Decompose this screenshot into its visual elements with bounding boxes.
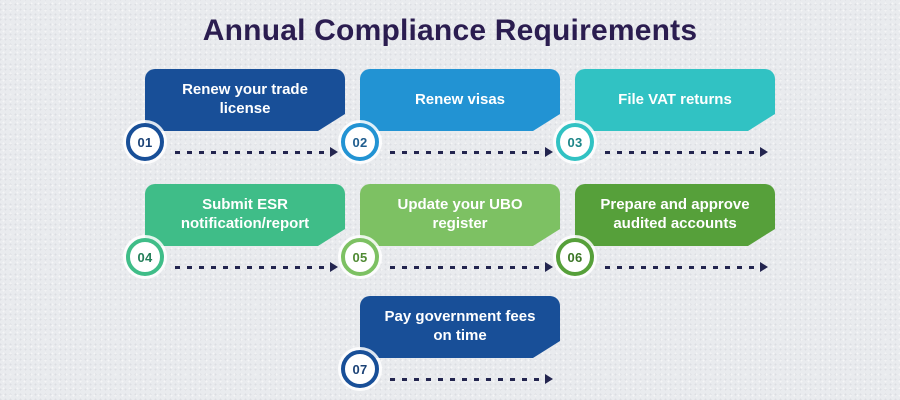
step-card-5: Update your UBO register 05 [341,184,560,282]
arrowhead-icon [545,262,553,272]
step-number-badge: 04 [126,238,164,276]
step-box-6: Prepare and approve audited accounts [575,184,775,246]
dashed-line [605,266,761,269]
step-label: Submit ESR notification/report [180,196,310,232]
step-number: 05 [352,249,368,265]
dashed-line [390,266,546,269]
step-row-2: Submit ESR notification/report 04 Update… [126,184,900,282]
step-box-2: Renew visas [360,69,560,131]
step-number-badge: 03 [556,123,594,161]
page-title: Annual Compliance Requirements [202,14,698,47]
dashed-arrow [175,147,338,157]
step-box-1: Renew your trade license [145,69,345,131]
dashed-arrow [605,147,768,157]
step-box-3: File VAT returns [575,69,775,131]
step-card-3: File VAT returns 03 [556,69,775,167]
arrowhead-icon [760,147,768,157]
step-number-badge: 05 [341,238,379,276]
step-row-1: Renew your trade license 01 Renew visas … [126,69,900,167]
step-number: 04 [137,249,153,265]
dashed-line [605,151,761,154]
dashed-line [175,266,331,269]
dashed-arrow [390,262,553,272]
step-label: Update your UBO register [397,196,523,232]
step-card-2: Renew visas 02 [341,69,560,167]
step-card-4: Submit ESR notification/report 04 [126,184,345,282]
dashed-line [390,378,546,381]
step-label: Prepare and approve audited accounts [600,196,750,232]
arrowhead-icon [330,262,338,272]
dashed-arrow [390,147,553,157]
step-box-5: Update your UBO register [360,184,560,246]
dashed-arrow [390,374,553,384]
step-card-1: Renew your trade license 01 [126,69,345,167]
arrowhead-icon [545,374,553,384]
step-label: Pay government fees on time [384,308,536,344]
step-number: 02 [352,134,368,150]
dashed-line [175,151,331,154]
step-rows: Renew your trade license 01 Renew visas … [0,69,900,394]
arrowhead-icon [545,147,553,157]
step-box-4: Submit ESR notification/report [145,184,345,246]
dashed-arrow [605,262,768,272]
step-box-7: Pay government fees on time [360,296,560,358]
step-number: 03 [567,134,583,150]
step-card-7: Pay government fees on time 07 [341,296,560,394]
step-number-badge: 07 [341,350,379,388]
step-row-3: Pay government fees on time 07 [145,296,900,394]
step-label: File VAT returns [618,90,732,108]
arrowhead-icon [760,262,768,272]
step-number-badge: 01 [126,123,164,161]
step-card-6: Prepare and approve audited accounts 06 [556,184,775,282]
step-number: 06 [567,249,583,265]
step-label: Renew visas [414,90,506,108]
step-label: Renew your trade license [182,81,308,117]
step-number: 01 [137,134,153,150]
dashed-arrow [175,262,338,272]
dashed-line [390,151,546,154]
step-number: 07 [352,361,368,377]
step-number-badge: 06 [556,238,594,276]
arrowhead-icon [330,147,338,157]
step-number-badge: 02 [341,123,379,161]
